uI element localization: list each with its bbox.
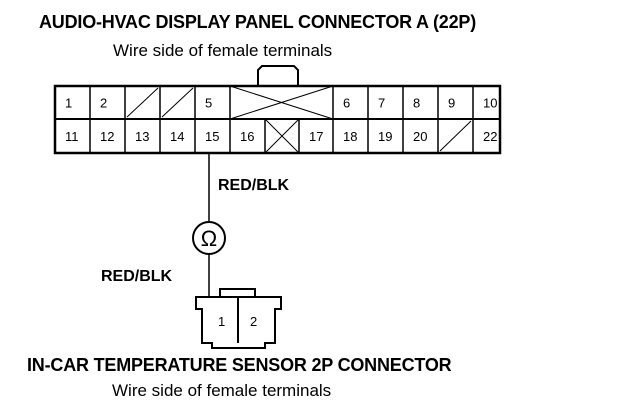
blocked-cavity bbox=[229, 85, 334, 120]
wire-label-upper: RED/BLK bbox=[218, 177, 290, 194]
terminal-label: 14 bbox=[170, 129, 184, 144]
terminal-2: 2 bbox=[89, 86, 107, 119]
sensor-connector: 1 2 bbox=[195, 288, 282, 349]
terminal-label: 9 bbox=[448, 96, 455, 111]
terminal-10: 10 bbox=[472, 86, 497, 119]
connector-a-bottom-row: 11 12 13 14 15 16 17 18 19 20 22 bbox=[65, 118, 497, 154]
terminal-8: 8 bbox=[402, 86, 420, 119]
ohm-symbol: Ω bbox=[201, 226, 217, 251]
empty-cavity bbox=[159, 86, 194, 119]
sensor-connector-housing bbox=[195, 296, 282, 349]
terminal-16: 16 bbox=[229, 119, 254, 153]
terminal-label: 17 bbox=[309, 129, 323, 144]
terminal-label: 8 bbox=[413, 96, 420, 111]
terminal-label: 13 bbox=[135, 129, 149, 144]
terminal-9: 9 bbox=[437, 86, 455, 119]
empty-cavity bbox=[124, 86, 159, 119]
empty-cavity bbox=[437, 119, 472, 153]
terminal-5: 5 bbox=[194, 86, 212, 119]
terminal-label: 12 bbox=[100, 129, 114, 144]
connector-a-top-row: 1 2 5 6 7 8 9 10 bbox=[65, 85, 497, 120]
connector-a-latch bbox=[257, 65, 299, 86]
terminal-18: 18 bbox=[332, 119, 357, 153]
connector-a-subtitle: Wire side of female terminals bbox=[113, 41, 333, 60]
sensor-terminal-1: 1 bbox=[218, 314, 225, 329]
terminal-label: 2 bbox=[100, 96, 107, 111]
terminal-22: 22 bbox=[472, 119, 497, 153]
terminal-label: 19 bbox=[378, 129, 392, 144]
connector-a-title: AUDIO-HVAC DISPLAY PANEL CONNECTOR A (22… bbox=[39, 12, 476, 32]
sensor-terminal-2: 2 bbox=[250, 314, 257, 329]
sensor-connector-title: IN-CAR TEMPERATURE SENSOR 2P CONNECTOR bbox=[27, 355, 452, 375]
terminal-6: 6 bbox=[332, 86, 350, 119]
terminal-label: 18 bbox=[343, 129, 357, 144]
terminal-label: 11 bbox=[65, 129, 79, 144]
sensor-connector-subtitle: Wire side of female terminals bbox=[112, 381, 332, 400]
terminal-label: 1 bbox=[65, 96, 72, 111]
terminal-label: 6 bbox=[343, 96, 350, 111]
terminal-12: 12 bbox=[89, 119, 114, 153]
terminal-label: 20 bbox=[413, 129, 427, 144]
terminal-label: 5 bbox=[205, 96, 212, 111]
terminal-label: 7 bbox=[378, 96, 385, 111]
terminal-label: 10 bbox=[483, 96, 497, 111]
terminal-15: 15 bbox=[194, 119, 219, 153]
terminal-19: 19 bbox=[367, 119, 392, 153]
terminal-label: 16 bbox=[240, 129, 254, 144]
terminal-label: 15 bbox=[205, 129, 219, 144]
terminal-17: 17 bbox=[298, 119, 323, 153]
blocked-cavity bbox=[264, 118, 300, 154]
wire-label-lower: RED/BLK bbox=[101, 268, 173, 285]
terminal-7: 7 bbox=[367, 86, 385, 119]
terminal-13: 13 bbox=[124, 119, 149, 153]
terminal-20: 20 bbox=[402, 119, 427, 153]
terminal-label: 22 bbox=[483, 129, 497, 144]
connector-a bbox=[53, 65, 502, 155]
terminal-1: 1 bbox=[65, 96, 72, 111]
terminal-14: 14 bbox=[159, 119, 184, 153]
terminal-11: 11 bbox=[65, 129, 79, 144]
